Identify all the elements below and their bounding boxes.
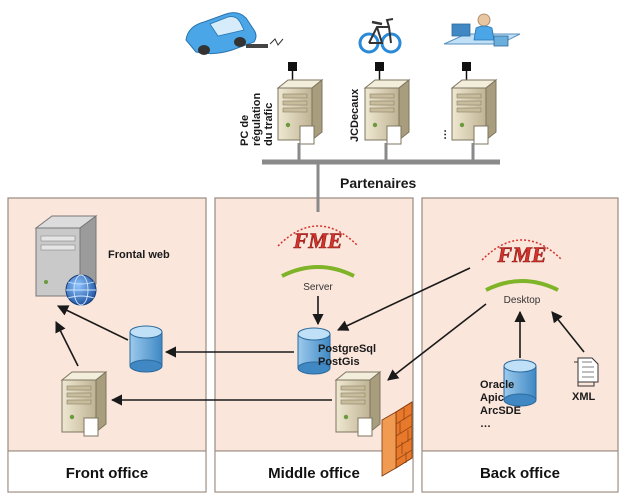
partners-label: Partenaires <box>340 175 416 191</box>
fme-desktop-label: Desktop <box>504 295 541 306</box>
oracle-label: Oracle Apic ArcSDE … <box>480 379 524 430</box>
globe-icon <box>65 274 97 306</box>
frontal-web-label: Frontal web <box>108 249 170 261</box>
front-office-title: Front office <box>66 465 149 482</box>
arrow <box>387 303 487 381</box>
back-office-title: Back office <box>480 465 560 482</box>
xml-label: XML <box>572 391 596 403</box>
firewall-icon <box>381 401 413 477</box>
partner-label-jcdecaux: JCDecaux <box>349 88 361 142</box>
arrow <box>56 305 129 341</box>
arrow <box>551 311 585 353</box>
server-icon <box>451 79 497 145</box>
svg-text:FME: FME <box>497 242 547 267</box>
server-icon <box>277 79 323 145</box>
partners-bus <box>262 143 500 212</box>
fme-logo-icon: FME <box>481 239 563 292</box>
partner-label-others: … <box>437 129 449 140</box>
database-icon <box>129 325 163 373</box>
server-icon <box>364 79 410 145</box>
car-icon <box>185 12 284 55</box>
arrow <box>336 267 471 331</box>
partner-label-trafic: PC de régulation du trafic <box>239 90 275 146</box>
svg-text:FME: FME <box>293 228 343 253</box>
middle-office-title: Middle office <box>268 465 360 482</box>
fme-server-label: Server <box>303 282 333 293</box>
server-icon <box>61 371 107 437</box>
desk-user-icon <box>443 13 521 47</box>
arrow <box>55 320 79 367</box>
server-icon <box>335 371 381 437</box>
document-icon <box>574 357 599 387</box>
fme-logo-icon: FME <box>277 225 359 278</box>
bicycle-icon <box>358 18 402 54</box>
partner-connectors <box>288 62 471 80</box>
postgres-label: PostgreSql PostGis <box>318 343 379 368</box>
